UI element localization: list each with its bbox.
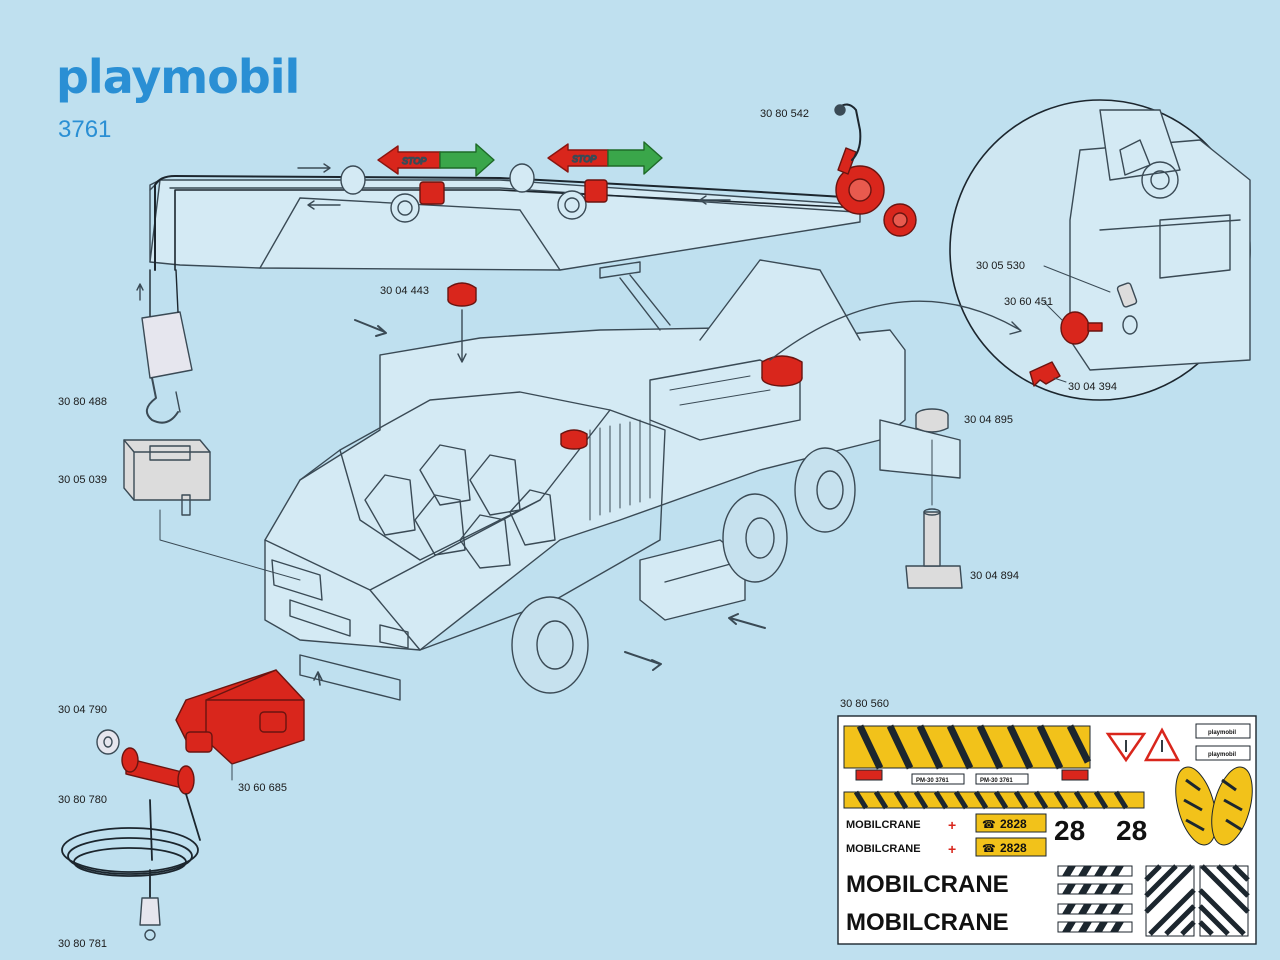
part-number-label: 30 04 394 xyxy=(1068,381,1117,393)
detail-inset xyxy=(949,99,1251,401)
part-box-icon xyxy=(123,439,211,516)
phone-number: 2828 xyxy=(1000,817,1027,831)
part-number-label: 30 80 780 xyxy=(58,794,107,806)
phone-icon: ☎ xyxy=(982,842,996,855)
part-number-label: 30 80 488 xyxy=(58,396,107,408)
stop-arrow-icon: STOP xyxy=(547,143,609,173)
boom-cable xyxy=(154,175,861,271)
mini-brand-plate: playmobil xyxy=(1208,752,1236,758)
mobilcrane-large-sticker: MOBILCRANE xyxy=(846,909,1009,936)
boom-clip-icon xyxy=(584,179,608,203)
wheel xyxy=(794,447,856,533)
stop-label: STOP xyxy=(402,156,426,166)
outrigger-foot-icon xyxy=(905,508,963,589)
phone-sticker: ☎ 2828 xyxy=(975,837,1047,857)
boom-pulley xyxy=(340,165,420,223)
wheel xyxy=(511,596,589,694)
truck-body xyxy=(264,259,961,701)
plus-icon: + xyxy=(948,817,956,833)
wheel xyxy=(722,493,788,583)
part-number-label: 30 05 039 xyxy=(58,474,107,486)
number-sticker: 28 xyxy=(1054,815,1085,846)
diagonal-stripe-sticker xyxy=(1144,864,1250,937)
phone-sticker: ☎ 2828 xyxy=(975,813,1047,833)
boom-clip-icon xyxy=(419,181,445,205)
rope-coil-icon xyxy=(61,793,201,901)
part-number-label: 30 04 894 xyxy=(970,570,1019,582)
mobilcrane-small-sticker: MOBILCRANE xyxy=(846,819,921,831)
sticker-sheet: PM-30 3761 PM-30 3761 playmobil playmobi… xyxy=(837,715,1257,945)
beacon-light-icon xyxy=(447,282,477,307)
hazard-stripe-banner xyxy=(843,724,1092,770)
washer-icon xyxy=(96,729,120,755)
red-latch-icon xyxy=(1029,361,1061,387)
knob-icon xyxy=(915,408,949,433)
mobilcrane-large-sticker: MOBILCRANE xyxy=(846,871,1009,898)
part-number-label: 30 80 542 xyxy=(760,108,809,120)
number-sticker: 28 xyxy=(1116,815,1147,846)
boom-pulley xyxy=(509,163,587,220)
hazard-stripe-strip xyxy=(843,790,1145,810)
small-hook-icon xyxy=(139,897,161,941)
mini-brand-plate: playmobil xyxy=(1208,730,1236,736)
warning-triangle-icon xyxy=(1105,732,1147,763)
phone-number: 2828 xyxy=(1000,841,1027,855)
model-number: 3761 xyxy=(58,116,112,143)
go-arrow-icon xyxy=(607,141,663,175)
warning-triangle-icon xyxy=(1143,727,1181,762)
cable-end-icon xyxy=(837,103,862,161)
crane-boom xyxy=(149,179,861,271)
deck-winch-icon xyxy=(761,355,803,387)
beacon-light-icon xyxy=(560,429,588,450)
part-number-label: 30 60 685 xyxy=(238,782,287,794)
stop-label: STOP xyxy=(572,154,596,164)
chevron-sticker xyxy=(1057,865,1133,933)
part-number-label: 30 80 560 xyxy=(840,698,889,710)
hitch-frame-icon xyxy=(175,669,305,765)
part-number-label: 30 05 530 xyxy=(976,260,1025,272)
phone-icon: ☎ xyxy=(982,818,996,831)
playmobil-logo: playmobil xyxy=(56,50,300,104)
stop-arrow-icon: STOP xyxy=(377,145,441,175)
mobilcrane-small-sticker: MOBILCRANE xyxy=(846,843,921,855)
reel-icon xyxy=(121,747,195,795)
crane-hook xyxy=(136,269,193,424)
part-number-label: 30 04 443 xyxy=(380,285,429,297)
winch-assembly xyxy=(835,147,917,237)
license-plate: PM-30 3761 xyxy=(916,778,949,784)
part-number-label: 30 04 895 xyxy=(964,414,1013,426)
part-number-label: 30 60 451 xyxy=(1004,296,1053,308)
part-number-label: 30 80 781 xyxy=(58,938,107,950)
go-arrow-icon xyxy=(439,143,495,177)
license-plate: PM-30 3761 xyxy=(980,778,1013,784)
footpad-sticker-icon xyxy=(1175,766,1253,846)
plus-icon: + xyxy=(948,841,956,857)
red-knob-icon xyxy=(1060,311,1103,345)
part-number-label: 30 04 790 xyxy=(58,704,107,716)
